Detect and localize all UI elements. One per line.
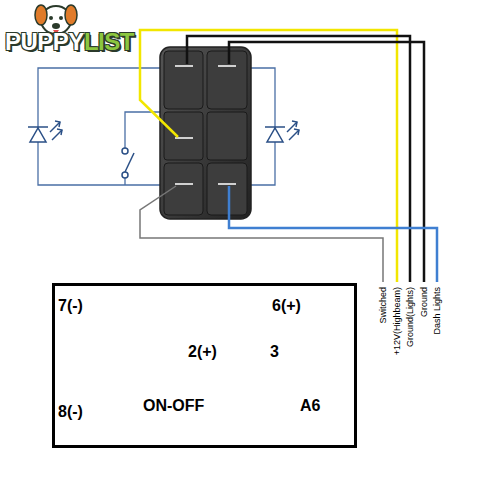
pin-number: 7(-) bbox=[58, 298, 83, 314]
wire-label: Dash Lights bbox=[433, 287, 442, 335]
pin-number: 8(-) bbox=[58, 404, 83, 420]
wire-label: Switched bbox=[379, 287, 388, 324]
switch-symbol bbox=[122, 148, 134, 178]
watermark-logo: LIST bbox=[84, 30, 134, 54]
harness-wires bbox=[140, 30, 437, 282]
pin-number: 6(+) bbox=[272, 298, 301, 314]
led-symbol bbox=[28, 121, 62, 142]
switch-type-label: ON-OFF bbox=[143, 398, 204, 414]
switch-type-label: A6 bbox=[300, 398, 320, 414]
pin-number: 3 bbox=[270, 344, 279, 360]
schematic-box: ON-OFF A6 bbox=[52, 283, 357, 448]
wire-label: Ground(Lights) bbox=[406, 287, 415, 347]
pin-number: 2(+) bbox=[188, 344, 217, 360]
wire-label: +12V(Highbeam) bbox=[393, 287, 402, 355]
watermark-logo: PUPPY bbox=[5, 30, 84, 54]
wire-label: Ground bbox=[420, 287, 429, 317]
led-symbol bbox=[265, 121, 299, 142]
